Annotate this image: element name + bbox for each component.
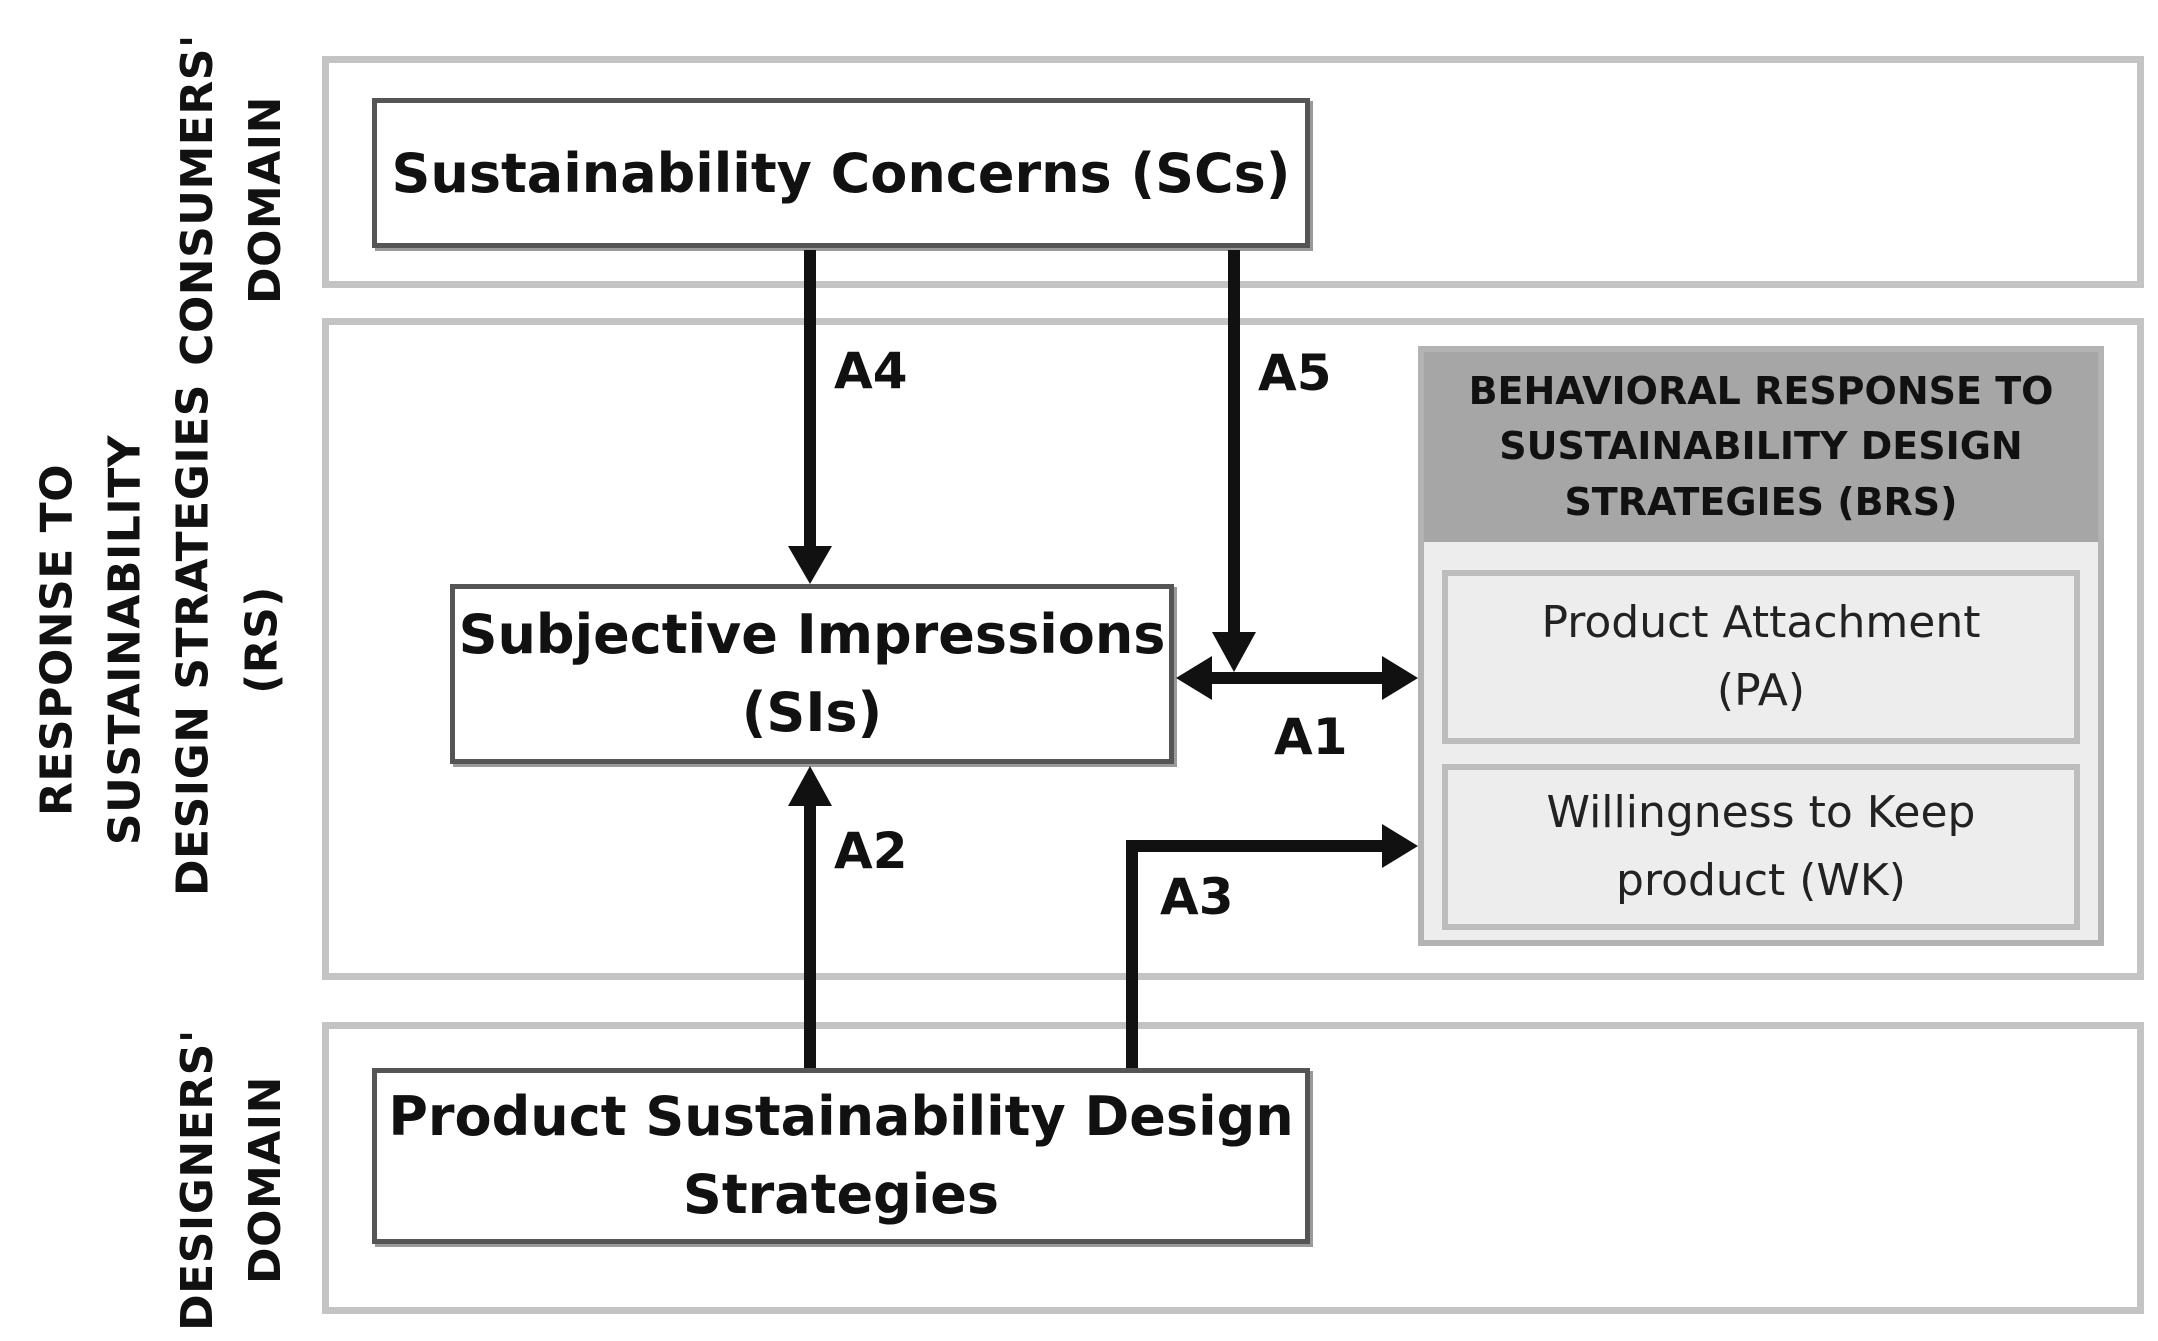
arrow-a2: [788, 766, 832, 1068]
product-sustainability-design-strategies-box: Product Sustainability Design Strategies: [372, 1068, 1310, 1244]
product-sustainability-design-strategies-label-line-1: Product Sustainability Design: [388, 1084, 1294, 1148]
behavioral-response-title-line-2: SUSTAINABILITY DESIGN: [1499, 424, 2023, 469]
willingness-to-keep-box: Willingness to Keep product (WK): [1442, 764, 2080, 930]
arrow-a1: [1176, 656, 1418, 700]
arrow-a4-label: A4: [834, 342, 908, 400]
arrow-a3-label: A3: [1160, 868, 1234, 926]
arrow-a2-label: A2: [834, 822, 908, 880]
sustainability-concerns-box: Sustainability Concerns (SCs): [372, 98, 1310, 248]
arrow-a5-label: A5: [1258, 344, 1332, 402]
arrow-a4: [788, 250, 832, 584]
subjective-impressions-box: Subjective Impressions (SIs): [450, 584, 1174, 764]
product-attachment-label-line-2: (PA): [1716, 665, 1806, 716]
arrow-a5: [1212, 250, 1256, 672]
behavioral-response-title-line-1: BEHAVIORAL RESPONSE TO: [1468, 369, 2054, 414]
willingness-to-keep-label-line-1: Willingness to Keep: [1546, 786, 1976, 838]
product-sustainability-design-strategies-label-line-2: Strategies: [682, 1163, 1000, 1226]
subjective-impressions-label-line-2: (SIs): [741, 681, 883, 744]
subjective-impressions-label-line-1: Subjective Impressions: [458, 602, 1166, 666]
sustainability-concerns-label: Sustainability Concerns (SCs): [391, 141, 1291, 205]
product-attachment-label-line-1: Product Attachment: [1541, 596, 1981, 648]
arrow-a3: [1126, 824, 1418, 1068]
behavioral-response-panel: BEHAVIORAL RESPONSE TO SUSTAINABILITY DE…: [1418, 346, 2104, 946]
behavioral-response-header: BEHAVIORAL RESPONSE TO SUSTAINABILITY DE…: [1424, 352, 2098, 542]
willingness-to-keep-label-line-2: product (WK): [1616, 855, 1906, 906]
product-attachment-box: Product Attachment (PA): [1442, 570, 2080, 744]
arrow-a1-label: A1: [1274, 708, 1348, 766]
behavioral-response-title-line-3: STRATEGIES (BRS): [1564, 479, 1958, 524]
